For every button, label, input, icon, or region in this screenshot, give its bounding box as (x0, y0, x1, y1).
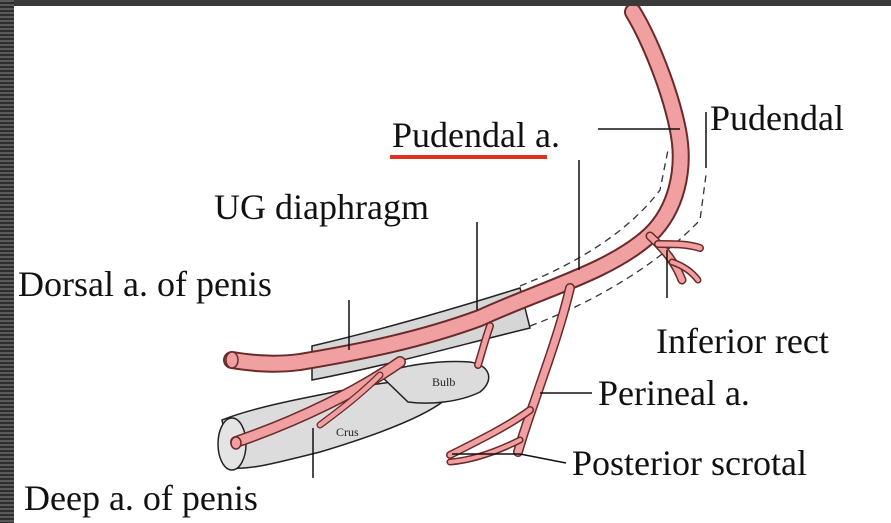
diagram-canvas: Pudendal a. Pudendal UG diaphragm Dorsal… (14, 6, 891, 523)
label-pudendal-canal: Pudendal (710, 98, 844, 138)
label-pudendal-artery: Pudendal a. (392, 115, 560, 155)
deep-artery-cut-end (231, 437, 241, 449)
pudendal-artery-diagram: Pudendal a. Pudendal UG diaphragm Dorsal… (14, 6, 891, 523)
label-deep-artery: Deep a. of penis (24, 478, 258, 518)
label-ug-diaphragm: UG diaphragm (214, 187, 429, 227)
label-perineal-artery: Perineal a. (598, 373, 750, 413)
label-dorsal-artery: Dorsal a. of penis (18, 264, 272, 304)
left-border-strip (0, 0, 14, 523)
dorsal-artery-cut-end (226, 352, 238, 368)
label-bulb: Bulb (432, 375, 455, 389)
label-crus: Crus (336, 425, 359, 439)
label-inferior-rectal: Inferior rect (656, 321, 829, 361)
label-posterior-scrotal: Posterior scrotal (572, 443, 807, 483)
